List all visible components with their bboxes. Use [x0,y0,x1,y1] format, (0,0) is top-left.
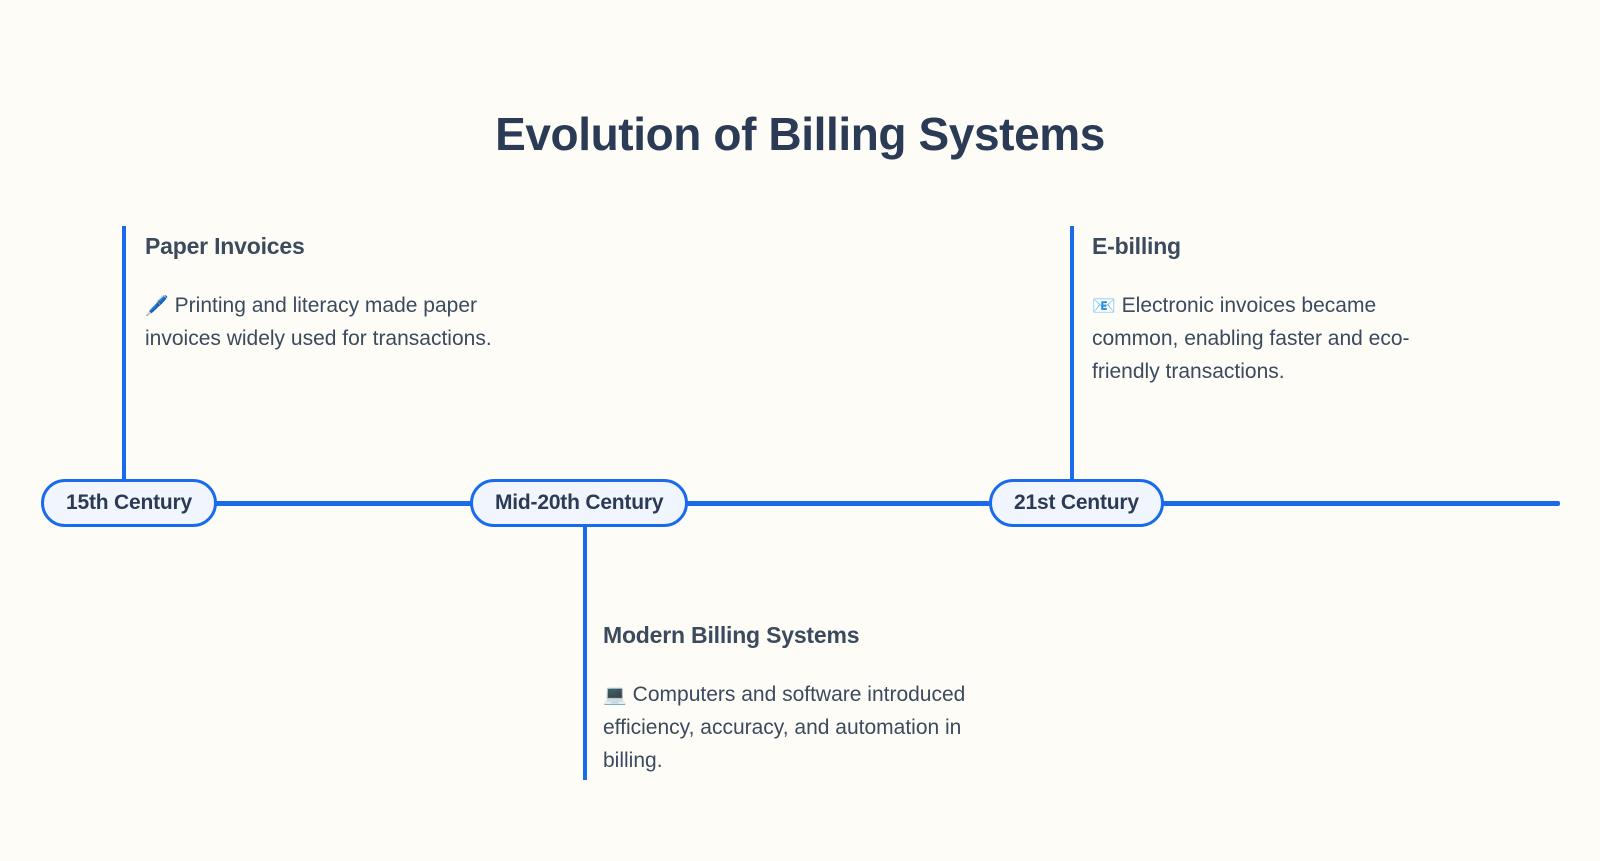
timeline-node-label: Mid-20th Century [495,491,664,514]
timeline-card-paper-invoices: Paper Invoices 🖊️Printing and literacy m… [145,233,495,355]
timeline-node-21st-century[interactable]: 21st Century [989,479,1164,527]
pen-icon: 🖊️ [145,294,169,317]
connector-line-e-billing [1070,226,1074,494]
card-heading: Modern Billing Systems [603,622,860,648]
card-description: 🖊️Printing and literacy made paper invoi… [145,289,495,355]
timeline-node-15th-century[interactable]: 15th Century [41,479,217,527]
card-description-text: Printing and literacy made paper invoice… [145,293,492,350]
card-description-text: Electronic invoices became common, enabl… [1092,293,1410,383]
laptop-icon: 💻 [603,683,627,706]
card-heading: E-billing [1092,233,1181,259]
timeline-node-mid-20th-century[interactable]: Mid-20th Century [470,479,689,527]
page-title: Evolution of Billing Systems [495,108,1105,160]
connector-line-modern-billing-systems [583,515,587,780]
timeline-node-label: 21st Century [1014,491,1139,514]
timeline-card-e-billing: E-billing 📧Electronic invoices became co… [1092,233,1442,388]
card-description: 💻Computers and software introduced effic… [603,678,973,778]
card-heading: Paper Invoices [145,233,305,259]
connector-line-paper-invoices [122,226,126,494]
timeline-node-label: 15th Century [66,491,192,514]
email-icon: 📧 [1092,294,1116,317]
card-description-text: Computers and software introduced effici… [603,682,966,772]
timeline-card-modern-billing-systems: Modern Billing Systems 💻Computers and so… [603,622,973,777]
timeline-axis [200,501,1560,506]
card-description: 📧Electronic invoices became common, enab… [1092,289,1442,389]
